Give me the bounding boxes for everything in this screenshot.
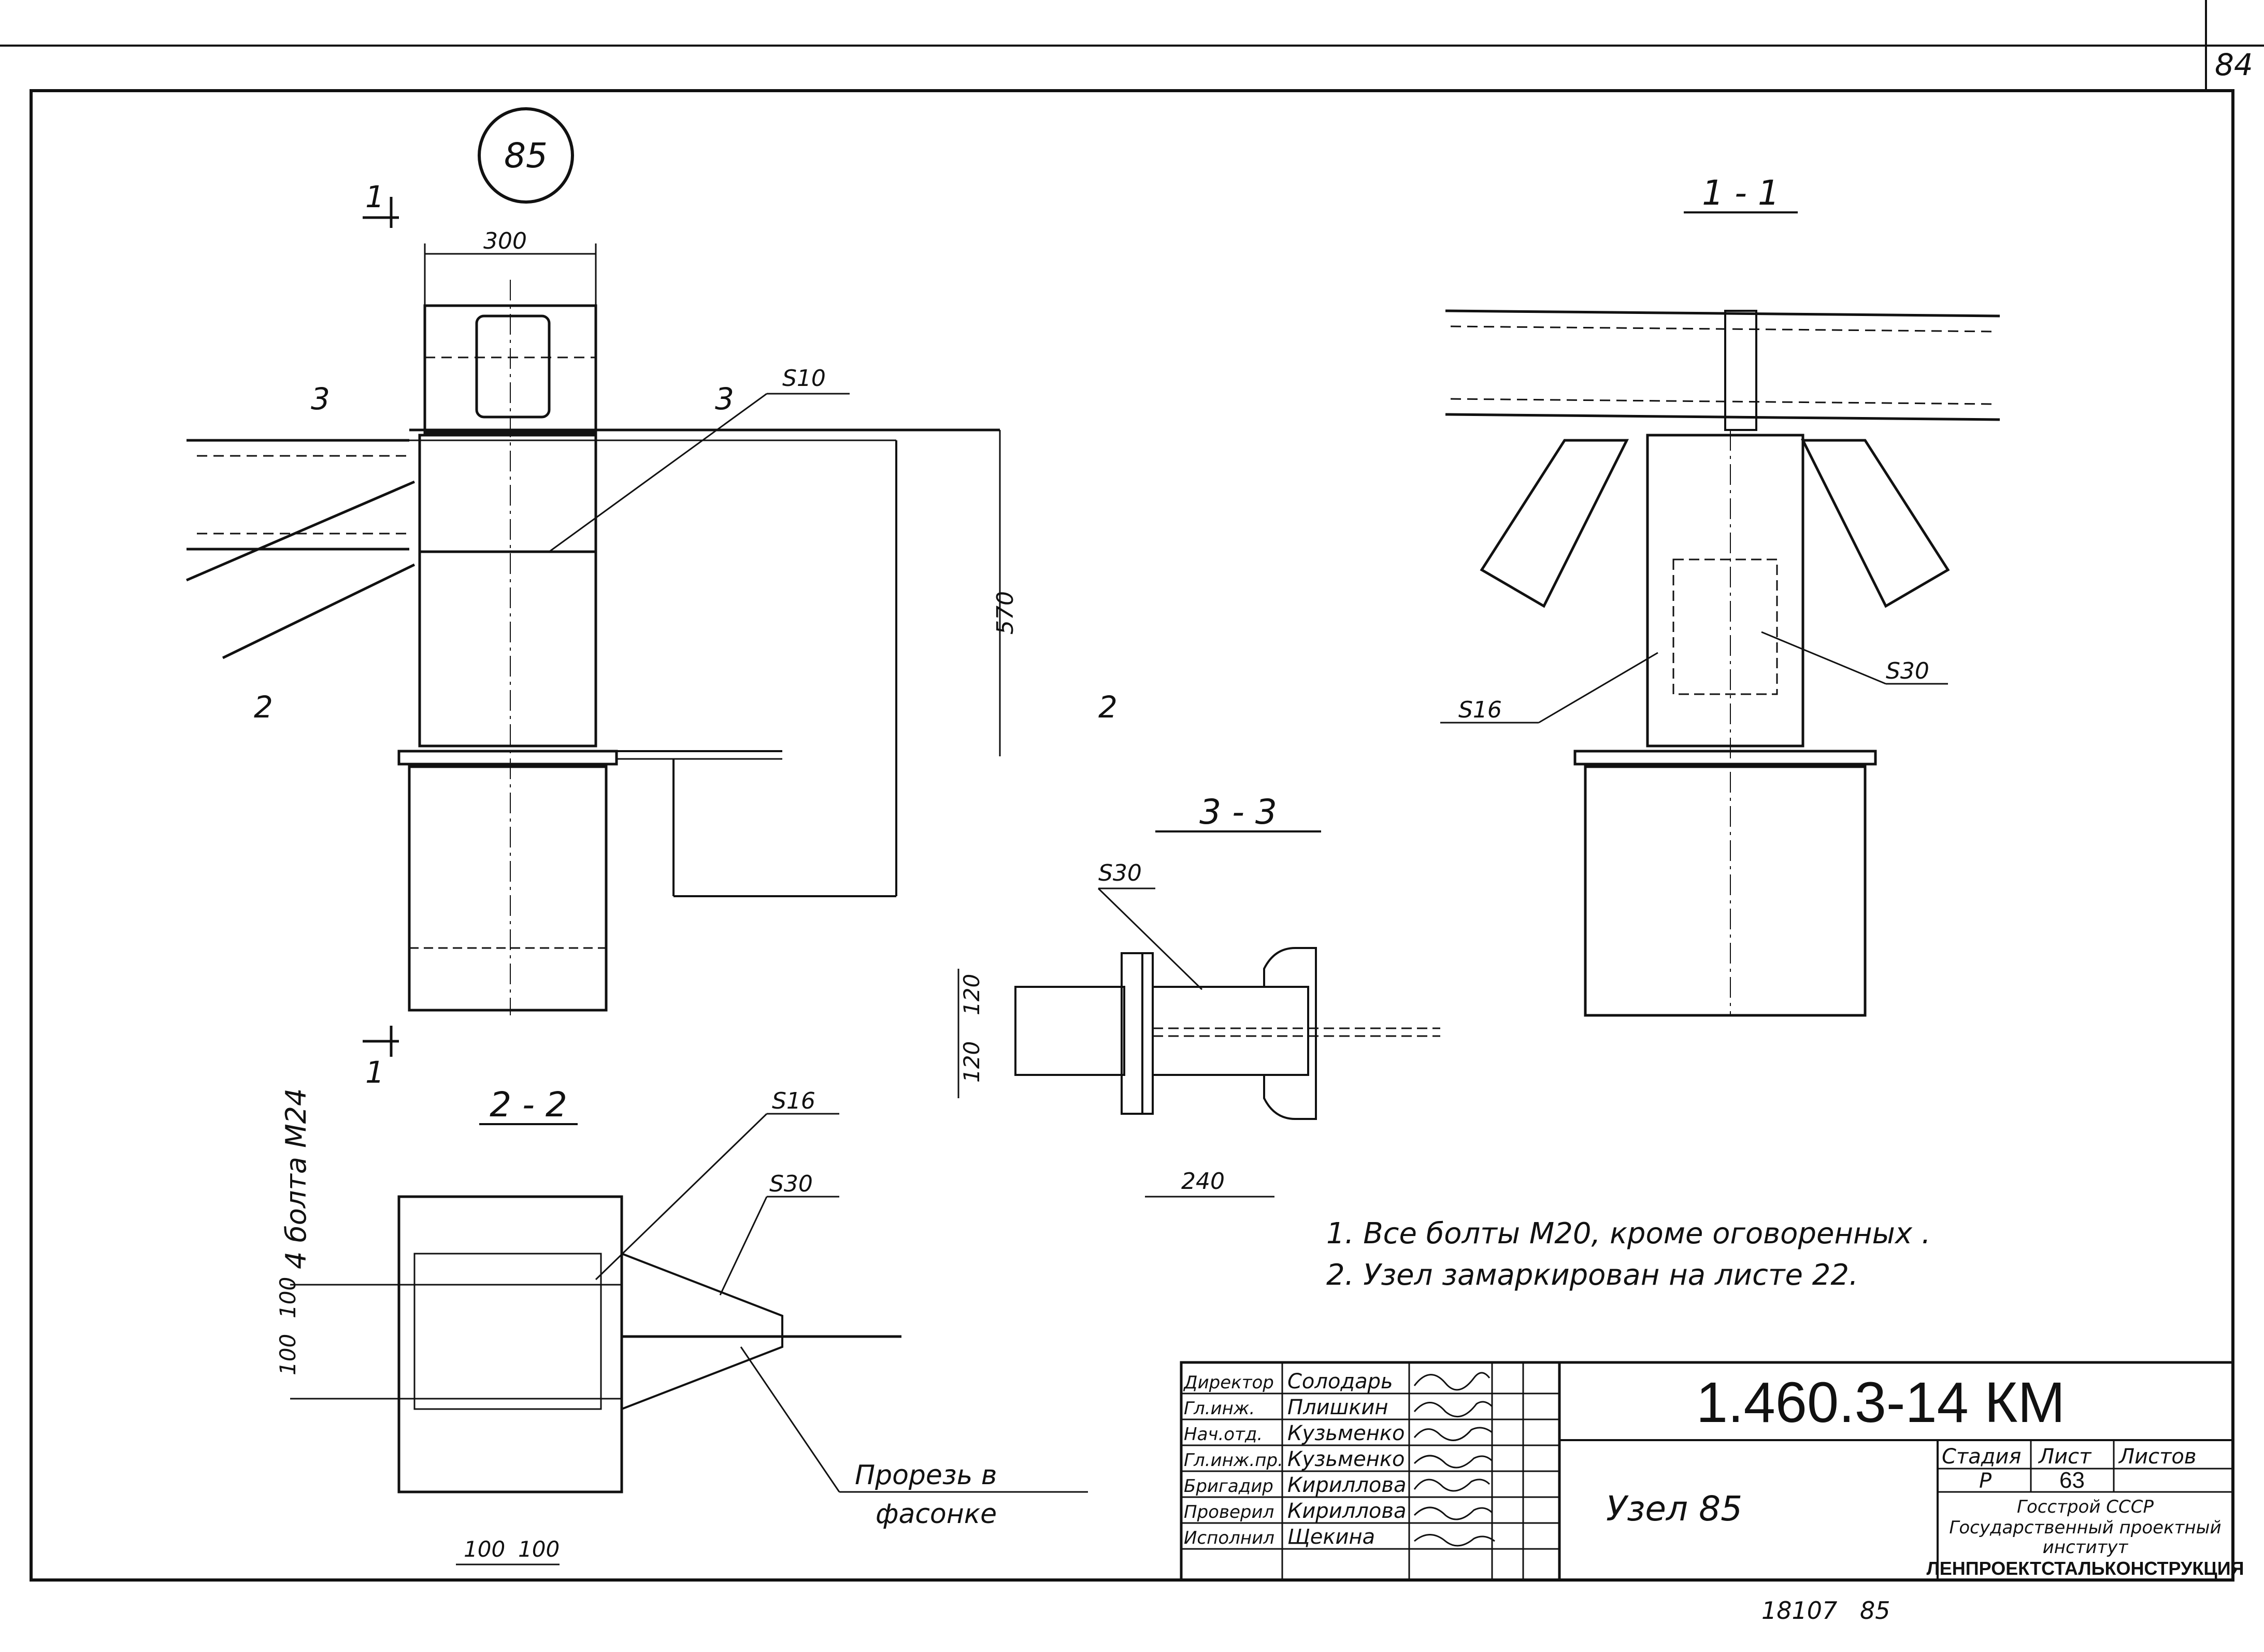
- cut-3-left-label: 3: [311, 381, 330, 416]
- staff-role: Бригадир: [1184, 1476, 1273, 1497]
- column-stage-header: Стадия: [1942, 1445, 2021, 1469]
- stage-value: Р: [1979, 1469, 1992, 1493]
- section-2-2: 2 - 2 4 болта M24 100 100 100 100 S16 S3…: [275, 1085, 1088, 1565]
- dim-120b: 120: [959, 1041, 984, 1083]
- section-1-1-title: 1 - 1: [1702, 173, 1780, 213]
- signatures: [1413, 1372, 1495, 1547]
- staff-role: Директор: [1183, 1372, 1274, 1393]
- dim-width-300: 300: [483, 228, 527, 254]
- column-sheet-header: Лист: [2038, 1445, 2092, 1469]
- drawing-frame: [30, 89, 2234, 1582]
- staff-role: Гл.инж.: [1184, 1398, 1255, 1419]
- org-line-1: Госстрой СССР: [2017, 1497, 2154, 1517]
- slot-note-line1: Прорезь в: [855, 1460, 997, 1491]
- staff-name: Кузьменко: [1287, 1447, 1405, 1471]
- cut-1-top-label: 1: [365, 179, 384, 214]
- dim-bottom-100b: 100: [518, 1536, 560, 1562]
- staff-table: Директор Солодарь Гл.инж. Плишкин Нач.от…: [1183, 1370, 1406, 1549]
- node-marker-circle: [478, 107, 574, 204]
- staff-role: Гл.инж.пр.: [1184, 1450, 1283, 1471]
- dim-100a: 100: [275, 1277, 300, 1318]
- cut-2-right-label: 2: [1098, 689, 1117, 725]
- note-1: 1. Все болты M20, кроме оговоренных .: [1326, 1217, 1931, 1251]
- drawing-name: Узел 85: [1606, 1489, 1742, 1529]
- note-2: 2. Узел замаркирован на листе 22.: [1326, 1258, 1858, 1292]
- document-code: 1.460.3-14 КМ: [1696, 1371, 2065, 1434]
- section-3-3-label-s30: S30: [1098, 860, 1142, 886]
- dim-240: 240: [1181, 1168, 1225, 1195]
- slot-note-line2: фасонке: [876, 1499, 997, 1530]
- staff-name: Щекина: [1287, 1525, 1375, 1549]
- section-2-2-title: 2 - 2: [490, 1085, 567, 1125]
- footer-right-number: 85: [1860, 1597, 1890, 1625]
- section-2-2-label-s30: S30: [769, 1171, 813, 1197]
- cut-2-left-label: 2: [254, 689, 273, 725]
- section-2-2-label-s16: S16: [772, 1088, 815, 1114]
- cut-3-right-label: 3: [715, 381, 734, 416]
- main-view: 85 1 1 300: [186, 107, 1117, 1090]
- column-sheets-header: Листов: [2118, 1445, 2196, 1469]
- staff-name: Кириллова: [1287, 1499, 1406, 1523]
- staff-name: Кузьменко: [1287, 1421, 1405, 1445]
- org-line-4: ЛЕНПРОЕКТСТАЛЬКОНСТРУКЦИЯ: [1927, 1558, 2244, 1579]
- staff-name: Кириллова: [1287, 1473, 1406, 1497]
- footer-left-number: 18107: [1761, 1597, 1837, 1625]
- staff-name: Плишкин: [1287, 1396, 1388, 1419]
- page-number: 84: [2215, 47, 2253, 82]
- dim-height-570: 570: [992, 591, 1019, 635]
- staff-role: Исполнил: [1184, 1528, 1274, 1548]
- cut-1-bottom-label: 1: [365, 1055, 384, 1090]
- staff-role: Проверил: [1184, 1502, 1274, 1522]
- org-line-3: институт: [2043, 1537, 2129, 1558]
- dim-bottom-100a: 100: [464, 1536, 505, 1562]
- section-3-3: 3 - 3 S30 120 120 240: [957, 792, 1440, 1198]
- section-1-1: 1 - 1 S16 S30: [1440, 173, 2000, 1017]
- dim-100b: 100: [275, 1334, 300, 1375]
- plate-label-s10: S10: [782, 365, 826, 392]
- org-line-2: Государственный проектный: [1949, 1517, 2221, 1538]
- sheet-value: 63: [2059, 1468, 2085, 1493]
- bolts-note: 4 болта M24: [280, 1088, 312, 1269]
- section-1-1-label-s30: S30: [1886, 658, 1929, 684]
- title-block: Директор Солодарь Гл.инж. Плишкин Нач.от…: [1180, 1361, 2244, 1582]
- dim-120a: 120: [959, 974, 984, 1015]
- section-1-1-label-s16: S16: [1458, 697, 1502, 723]
- node-marker-label: 85: [504, 136, 548, 176]
- staff-name: Солодарь: [1287, 1370, 1393, 1394]
- staff-role: Нач.отд.: [1184, 1424, 1263, 1445]
- section-3-3-title: 3 - 3: [1199, 792, 1277, 832]
